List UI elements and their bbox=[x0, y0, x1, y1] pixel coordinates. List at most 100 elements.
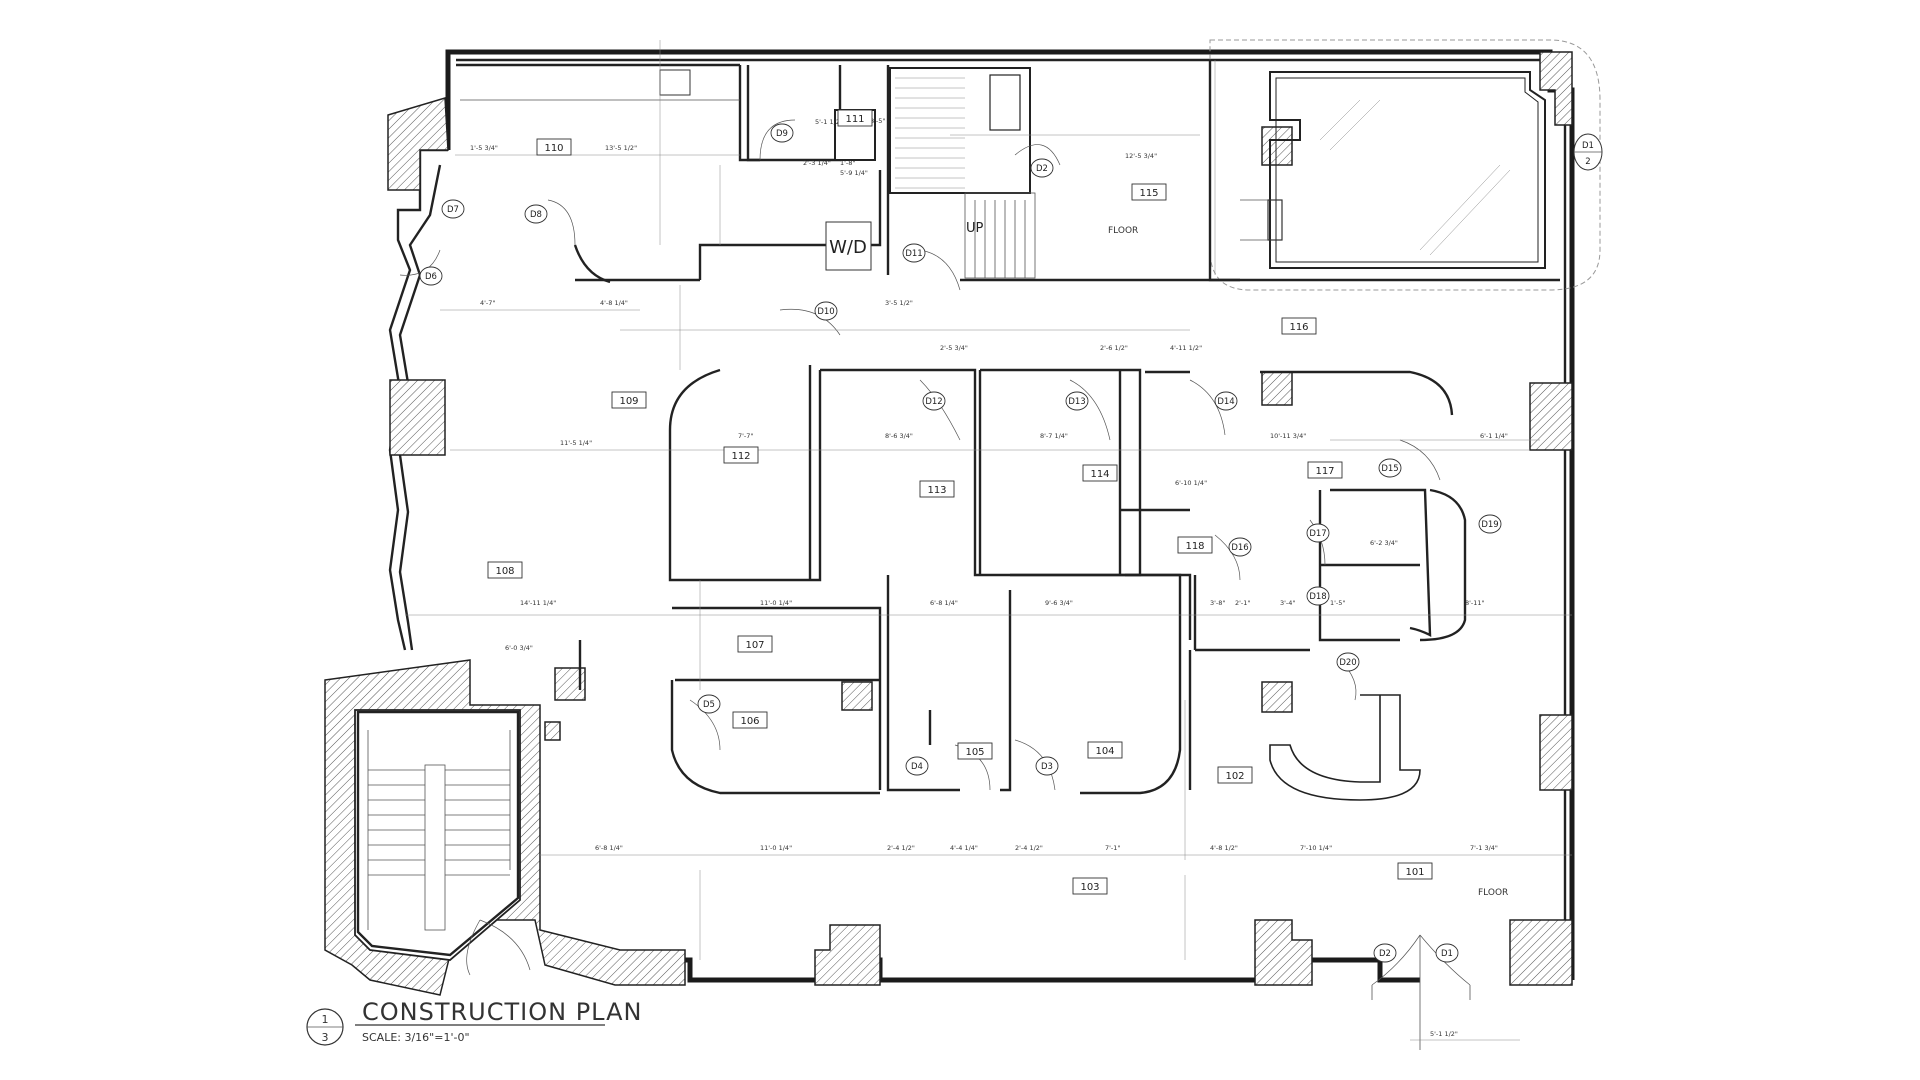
dimension-label: 11'-0 1/4" bbox=[760, 844, 792, 852]
dimension-label: 5'-9 1/4" bbox=[840, 169, 868, 177]
room-number: 103 bbox=[1080, 882, 1099, 893]
svg-text:D2: D2 bbox=[1379, 949, 1391, 959]
door-tag-d16: D16 bbox=[1228, 537, 1252, 557]
room-number: 102 bbox=[1225, 771, 1244, 782]
drawing-title: CONSTRUCTION PLAN bbox=[362, 998, 642, 1026]
dimension-label: 6'-0 3/4" bbox=[505, 644, 533, 652]
room-tag-109: 109 bbox=[611, 391, 647, 409]
dimension-label: 2'-6 1/2" bbox=[1100, 344, 1128, 352]
dimension-label: 12'-5 3/4" bbox=[1125, 152, 1157, 160]
svg-text:D5: D5 bbox=[703, 700, 715, 710]
room-number: 106 bbox=[740, 716, 759, 727]
room-number: 114 bbox=[1090, 469, 1109, 480]
svg-text:D13: D13 bbox=[1068, 397, 1085, 407]
dimension-label: 8'-6 3/4" bbox=[885, 432, 913, 440]
dimension-label: 4'-8 1/2" bbox=[1210, 844, 1238, 852]
door-tag-d9: D9 bbox=[770, 123, 794, 143]
room-number: 109 bbox=[619, 396, 638, 407]
dimension-label: 4'-11 1/2" bbox=[1170, 344, 1202, 352]
svg-text:D12: D12 bbox=[925, 397, 942, 407]
dimension-label: 2'-4 1/2" bbox=[1015, 844, 1043, 852]
room-tag-114: 114 bbox=[1082, 464, 1118, 482]
svg-text:D20: D20 bbox=[1339, 658, 1356, 668]
door-tag-d8: D8 bbox=[524, 204, 548, 224]
dimension-label: 4'-8 1/4" bbox=[600, 299, 628, 307]
door-tag-d10: D10 bbox=[814, 301, 838, 321]
dimension-label: 7'-10 1/4" bbox=[1300, 844, 1332, 852]
dimension-label: 8'-7 1/4" bbox=[1040, 432, 1068, 440]
door-tag-d3: D3 bbox=[1035, 756, 1059, 776]
room-tag-113: 113 bbox=[919, 480, 955, 498]
dimension-label: 2'-3 1/4" bbox=[803, 159, 831, 167]
dimension-label: 7'-1" bbox=[1105, 844, 1120, 852]
svg-text:D3: D3 bbox=[1041, 762, 1053, 772]
room-number: 101 bbox=[1405, 867, 1424, 878]
room-tag-101: 101 bbox=[1397, 862, 1433, 880]
dimension-label: 4'-7" bbox=[480, 299, 495, 307]
door-tag-d15: D15 bbox=[1378, 458, 1402, 478]
drawing-number: 1 bbox=[322, 1013, 329, 1026]
title-block: 1 3 CONSTRUCTION PLAN SCALE: 3/16"=1'-0" bbox=[306, 998, 642, 1046]
dimension-lines bbox=[405, 40, 1572, 1041]
door-tag-d12: D12 bbox=[922, 391, 946, 411]
svg-text:D7: D7 bbox=[447, 205, 459, 215]
room-number: 115 bbox=[1139, 188, 1158, 199]
room-number: 113 bbox=[927, 485, 946, 496]
room-number: 117 bbox=[1315, 466, 1334, 477]
room-tag-102: 102 bbox=[1217, 766, 1253, 784]
svg-text:D14: D14 bbox=[1217, 397, 1234, 407]
dimension-label: 1'-5 3/4" bbox=[470, 144, 498, 152]
svg-text:D6: D6 bbox=[425, 272, 437, 282]
door-tag-d18: D18 bbox=[1306, 586, 1330, 606]
room-tag-117: 117 bbox=[1307, 461, 1343, 479]
door-tag-d7: D7 bbox=[441, 199, 465, 219]
dimension-labels: 1'-5 3/4" 13'-5 1/2" 8'-5" 12'-5 3/4" 2'… bbox=[470, 117, 1508, 1038]
room-number: 116 bbox=[1289, 322, 1308, 333]
floor-label-101: FLOOR bbox=[1478, 888, 1508, 898]
dimension-label: 6'-2 3/4" bbox=[1370, 539, 1398, 547]
svg-text:D1: D1 bbox=[1441, 949, 1453, 959]
dimension-label: 3'-4" bbox=[1280, 599, 1295, 607]
svg-text:D10: D10 bbox=[817, 307, 834, 317]
washer-dryer-label: W/D bbox=[829, 237, 867, 258]
room-number: 105 bbox=[965, 747, 984, 758]
svg-text:D2: D2 bbox=[1036, 164, 1048, 174]
svg-text:D16: D16 bbox=[1231, 543, 1248, 553]
stair-up-label: UP bbox=[966, 221, 984, 236]
door-tag-d4: D4 bbox=[905, 756, 929, 776]
dimension-label: 11'-5 1/4" bbox=[560, 439, 592, 447]
dimension-label: 3'-5 1/2" bbox=[885, 299, 913, 307]
door-swings bbox=[399, 119, 1471, 1050]
section-marker: D1 2 bbox=[1573, 133, 1603, 171]
door-tags: D1 D2 D3 D4 D5 D6 D7 D8 D9 D10 D11 D12 D… bbox=[419, 123, 1502, 963]
room-tag-103: 103 bbox=[1072, 877, 1108, 895]
room-tag-110: 110 bbox=[536, 138, 572, 156]
section-marker-bottom: 2 bbox=[1585, 157, 1590, 167]
room-tag-118: 118 bbox=[1177, 536, 1213, 554]
svg-text:D8: D8 bbox=[530, 210, 542, 220]
room-tag-105: 105 bbox=[957, 742, 993, 760]
dimension-label: 11'-0 1/4" bbox=[760, 599, 792, 607]
floor-label-115: FLOOR bbox=[1108, 226, 1138, 236]
stair-treads bbox=[368, 769, 510, 876]
svg-text:D17: D17 bbox=[1309, 529, 1326, 539]
room-number: 108 bbox=[495, 566, 514, 577]
room-number: 118 bbox=[1185, 541, 1204, 552]
dimension-label: 8'-11" bbox=[1465, 599, 1485, 607]
sauna-slats bbox=[895, 77, 965, 189]
room-tag-107: 107 bbox=[737, 635, 773, 653]
dimension-label: 6'-8 1/4" bbox=[595, 844, 623, 852]
room-number: 111 bbox=[845, 114, 864, 125]
door-tag-d19: D19 bbox=[1478, 514, 1502, 534]
dimension-label: 2'-1" bbox=[1235, 599, 1250, 607]
door-tag-d17: D17 bbox=[1306, 523, 1330, 543]
svg-text:D4: D4 bbox=[911, 762, 923, 772]
svg-text:D19: D19 bbox=[1481, 520, 1498, 530]
dimension-label: 6'-1 1/4" bbox=[1480, 432, 1508, 440]
room-number: 112 bbox=[731, 451, 750, 462]
door-tag-d20: D20 bbox=[1336, 652, 1360, 672]
dimension-label: 7'-7" bbox=[738, 432, 753, 440]
dimension-label: 6'-10 1/4" bbox=[1175, 479, 1207, 487]
door-tag-d2-upper: D2 bbox=[1030, 158, 1054, 178]
